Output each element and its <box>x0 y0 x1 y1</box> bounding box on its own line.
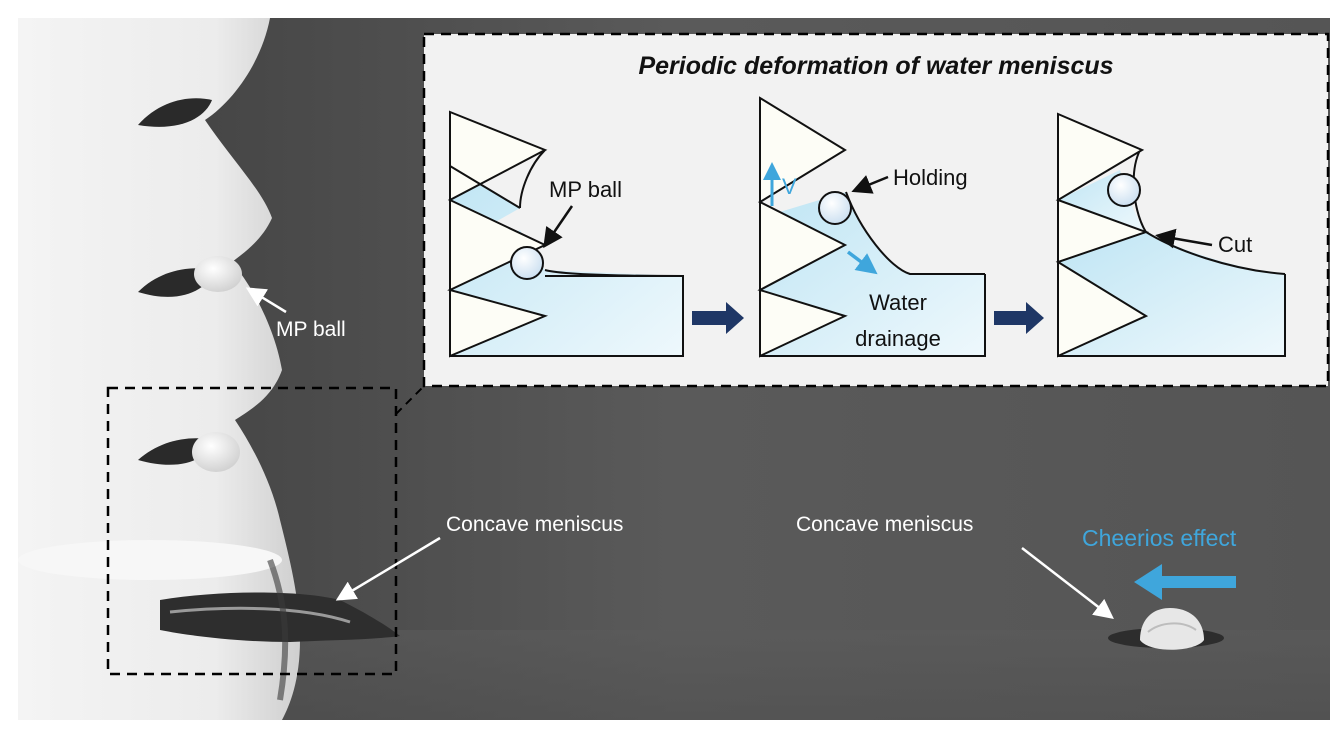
mp-ball-photo-label: MP ball <box>276 318 346 341</box>
stage-1-mp-ball-arrow <box>543 205 574 249</box>
drainage-label-line1: Water <box>869 290 927 315</box>
cut-label: Cut <box>1218 232 1252 257</box>
mp-ball-photo-2 <box>192 432 240 472</box>
stage-3-frame <box>1058 274 1286 357</box>
stage-2-mp-ball <box>818 191 852 225</box>
stage-3-diagram: Cut <box>1055 112 1286 358</box>
stage-2-diagram: V Holding Water drainage <box>757 96 986 358</box>
right-meniscus-arrow <box>1021 547 1114 620</box>
cheerios-arrow <box>1134 564 1236 600</box>
bottom-meniscus <box>160 592 400 642</box>
stage-1-mp-ball <box>510 246 544 280</box>
mp-ball-photo-1 <box>194 256 242 292</box>
cut-arrow <box>1155 228 1213 249</box>
stage-2-frame <box>760 274 986 357</box>
velocity-label: V <box>782 174 797 199</box>
stage-1-meniscus-top <box>519 149 546 209</box>
mp-ball-photo-arrow <box>245 287 287 314</box>
drainage-label-line2: drainage <box>855 326 941 351</box>
stage-3-mp-ball <box>1107 173 1141 207</box>
meniscus-reflection <box>267 558 289 701</box>
right-meniscus-label: Concave meniscus <box>796 513 973 536</box>
zoom-region-box <box>106 386 398 676</box>
stage-arrow-2 <box>994 302 1044 334</box>
inset-title: Periodic deformation of water meniscus <box>638 52 1113 80</box>
stage-1-serrated-wall <box>447 110 549 358</box>
stage-1-diagram: MP ball <box>447 110 684 358</box>
left-meniscus-label: Concave meniscus <box>446 513 623 536</box>
stage-1-frame <box>450 275 684 357</box>
stage-3-serrated-wall <box>1055 112 1150 358</box>
meniscus-highlight <box>169 606 351 624</box>
stage-2-serrated-wall <box>757 96 848 358</box>
stage-1-edge <box>449 165 521 209</box>
left-meniscus-arrow <box>335 536 441 601</box>
droplet-texture <box>1147 622 1197 633</box>
holding-arrow <box>851 175 889 194</box>
drainage-arrow <box>846 250 878 275</box>
zoom-connector <box>395 385 425 415</box>
mp-droplet <box>1140 608 1204 650</box>
cheerios-label: Cheerios effect <box>1082 525 1237 551</box>
base-pool <box>18 540 282 580</box>
notch-1 <box>138 98 212 127</box>
stage-1-mp-ball-label: MP ball <box>549 177 622 202</box>
holding-label: Holding <box>893 165 968 190</box>
stage-arrow-1 <box>692 302 744 334</box>
